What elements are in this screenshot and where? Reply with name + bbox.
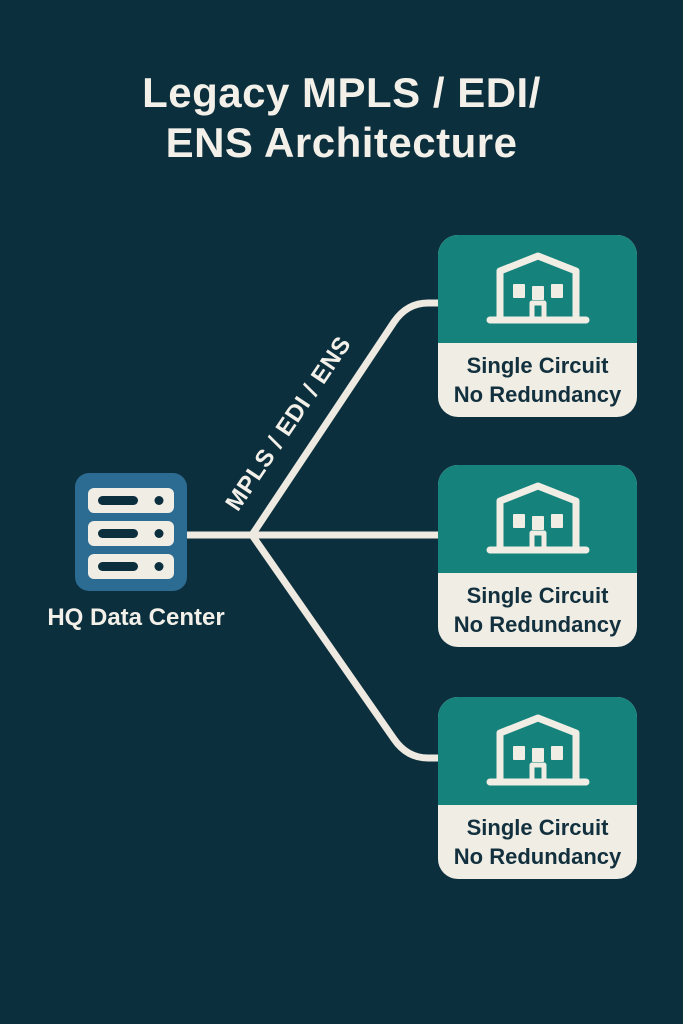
branch-card-3-header [438,697,637,805]
branch-card-2-line1: Single Circuit [466,583,609,608]
branch-card-1: Single Circuit No Redundancy [438,235,637,417]
branch-card-1-label: Single Circuit No Redundancy [438,343,637,417]
branch-card-3: Single Circuit No Redundancy [438,697,637,879]
building-icon [486,482,589,554]
hq-label: HQ Data Center [47,604,225,631]
building-icon [486,714,589,786]
branch-card-2-header [438,465,637,573]
branch-card-2-label: Single Circuit No Redundancy [438,573,637,647]
building-icon [486,252,589,324]
branch-card-1-line1: Single Circuit [466,353,609,378]
branch-card-2: Single Circuit No Redundancy [438,465,637,647]
branch-card-3-label: Single Circuit No Redundancy [438,805,637,879]
link-line-bottom [248,531,448,762]
page-title-line1: Legacy MPLS / EDI/ [142,69,541,116]
branch-card-2-line2: No Redundancy [453,612,622,637]
branch-card-3-line2: No Redundancy [453,844,622,869]
branch-card-1-line2: No Redundancy [453,382,622,407]
branch-card-1-header [438,235,637,343]
page-title-line2: ENS Architecture [165,119,518,166]
hq-server-node [75,473,187,591]
link-line-top [248,299,446,539]
page-title: Legacy MPLS / EDI/ ENS Architecture [0,68,683,168]
server-icon [75,473,187,591]
branch-card-3-line1: Single Circuit [466,815,609,840]
